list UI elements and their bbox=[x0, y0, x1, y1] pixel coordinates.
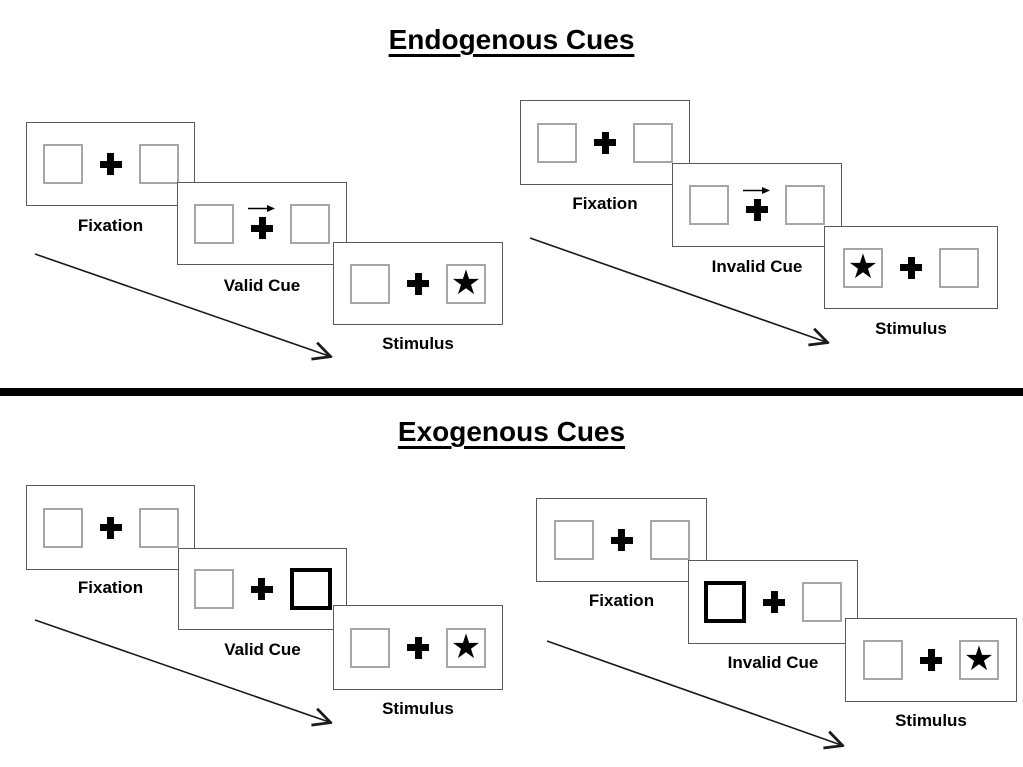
plus-group bbox=[250, 578, 273, 600]
frame-label-stimulus: Stimulus bbox=[895, 711, 967, 730]
frame-label-fixation: Fixation bbox=[77, 216, 144, 235]
left-square bbox=[553, 520, 594, 560]
plus-group bbox=[99, 153, 122, 175]
plus-group bbox=[248, 205, 275, 239]
plus-icon bbox=[99, 516, 122, 539]
frame-panel-stimulus: ★ bbox=[333, 605, 503, 690]
right-square bbox=[138, 144, 179, 184]
timeline-arrow bbox=[529, 237, 840, 354]
frame-panel-fixation bbox=[26, 485, 195, 570]
plus-icon bbox=[900, 256, 922, 279]
right-square bbox=[290, 203, 330, 244]
left-square bbox=[42, 144, 83, 184]
right-square bbox=[633, 122, 673, 163]
endogenous-title-text: Endogenous Cues bbox=[388, 24, 635, 55]
frame-label-invalid-cue: Invalid Cue bbox=[711, 257, 803, 276]
frame-label-stimulus: Stimulus bbox=[875, 319, 947, 338]
left-square bbox=[537, 122, 577, 163]
plus-group bbox=[763, 591, 785, 613]
left-square bbox=[193, 569, 234, 609]
frame-panel-stimulus: ★ bbox=[824, 226, 998, 309]
frame-panel-valid-cue bbox=[178, 548, 347, 630]
left-square bbox=[194, 203, 234, 244]
left-square bbox=[42, 507, 83, 548]
star-icon: ★ bbox=[450, 627, 482, 666]
plus-icon bbox=[251, 217, 273, 239]
left-square bbox=[350, 263, 390, 304]
right-square bbox=[785, 185, 825, 225]
right-square bbox=[649, 520, 690, 560]
left-square bbox=[350, 627, 390, 668]
plus-icon bbox=[407, 272, 429, 295]
plus-icon bbox=[250, 578, 273, 600]
left-square-star: ★ bbox=[843, 247, 883, 288]
frame-panel-fixation bbox=[26, 122, 195, 206]
frame-label-stimulus: Stimulus bbox=[382, 699, 454, 718]
star-icon: ★ bbox=[963, 640, 995, 678]
plus-group bbox=[920, 649, 942, 671]
plus-group bbox=[610, 529, 633, 551]
frame-label-valid-cue: Valid Cue bbox=[224, 640, 301, 659]
frame-label-invalid-cue: Invalid Cue bbox=[727, 653, 819, 672]
exogenous-title-text: Exogenous Cues bbox=[397, 416, 626, 447]
plus-icon bbox=[594, 131, 616, 154]
plus-group bbox=[594, 131, 616, 154]
right-square-star: ★ bbox=[446, 263, 486, 304]
frame-panel-stimulus: ★ bbox=[845, 618, 1017, 702]
exogenous-title: Exogenous Cues bbox=[0, 416, 1023, 448]
timeline-arrow bbox=[546, 640, 857, 757]
star-icon: ★ bbox=[450, 263, 482, 302]
frame-panel-valid-cue bbox=[177, 182, 347, 265]
right-square-star: ★ bbox=[446, 627, 486, 668]
frame-label-fixation: Fixation bbox=[588, 591, 655, 610]
right-arrow-icon bbox=[743, 186, 770, 194]
frame-label-valid-cue: Valid Cue bbox=[223, 276, 301, 295]
plus-group bbox=[900, 256, 922, 279]
plus-group bbox=[407, 636, 429, 659]
plus-icon bbox=[746, 198, 768, 221]
right-square bbox=[802, 582, 842, 622]
timeline-arrow bbox=[34, 619, 345, 736]
frame-label-stimulus: Stimulus bbox=[382, 334, 454, 353]
left-square-cue-highlight bbox=[704, 581, 746, 623]
plus-icon bbox=[610, 529, 633, 551]
frame-label-fixation: Fixation bbox=[77, 578, 144, 597]
left-square bbox=[863, 640, 903, 680]
right-arrow-icon bbox=[248, 205, 275, 212]
section-divider bbox=[0, 388, 1023, 396]
plus-icon bbox=[99, 153, 122, 175]
timeline-arrow bbox=[34, 253, 345, 370]
frame-panel-invalid-cue bbox=[672, 163, 842, 247]
plus-group bbox=[743, 186, 770, 221]
plus-group bbox=[407, 272, 429, 295]
frame-panel-fixation bbox=[536, 498, 707, 582]
right-square-star: ★ bbox=[959, 640, 999, 680]
frame-panel-invalid-cue bbox=[688, 560, 858, 644]
right-square bbox=[138, 507, 179, 548]
frame-panel-stimulus: ★ bbox=[333, 242, 503, 325]
right-square-cue-highlight bbox=[289, 568, 332, 610]
endogenous-title: Endogenous Cues bbox=[0, 24, 1023, 56]
plus-icon bbox=[920, 649, 942, 671]
plus-icon bbox=[763, 591, 785, 613]
left-square bbox=[689, 185, 729, 225]
plus-group bbox=[99, 516, 122, 539]
right-square bbox=[939, 247, 979, 288]
star-icon: ★ bbox=[847, 247, 879, 286]
plus-icon bbox=[407, 636, 429, 659]
frame-label-fixation: Fixation bbox=[572, 194, 638, 213]
frame-panel-fixation bbox=[520, 100, 690, 185]
